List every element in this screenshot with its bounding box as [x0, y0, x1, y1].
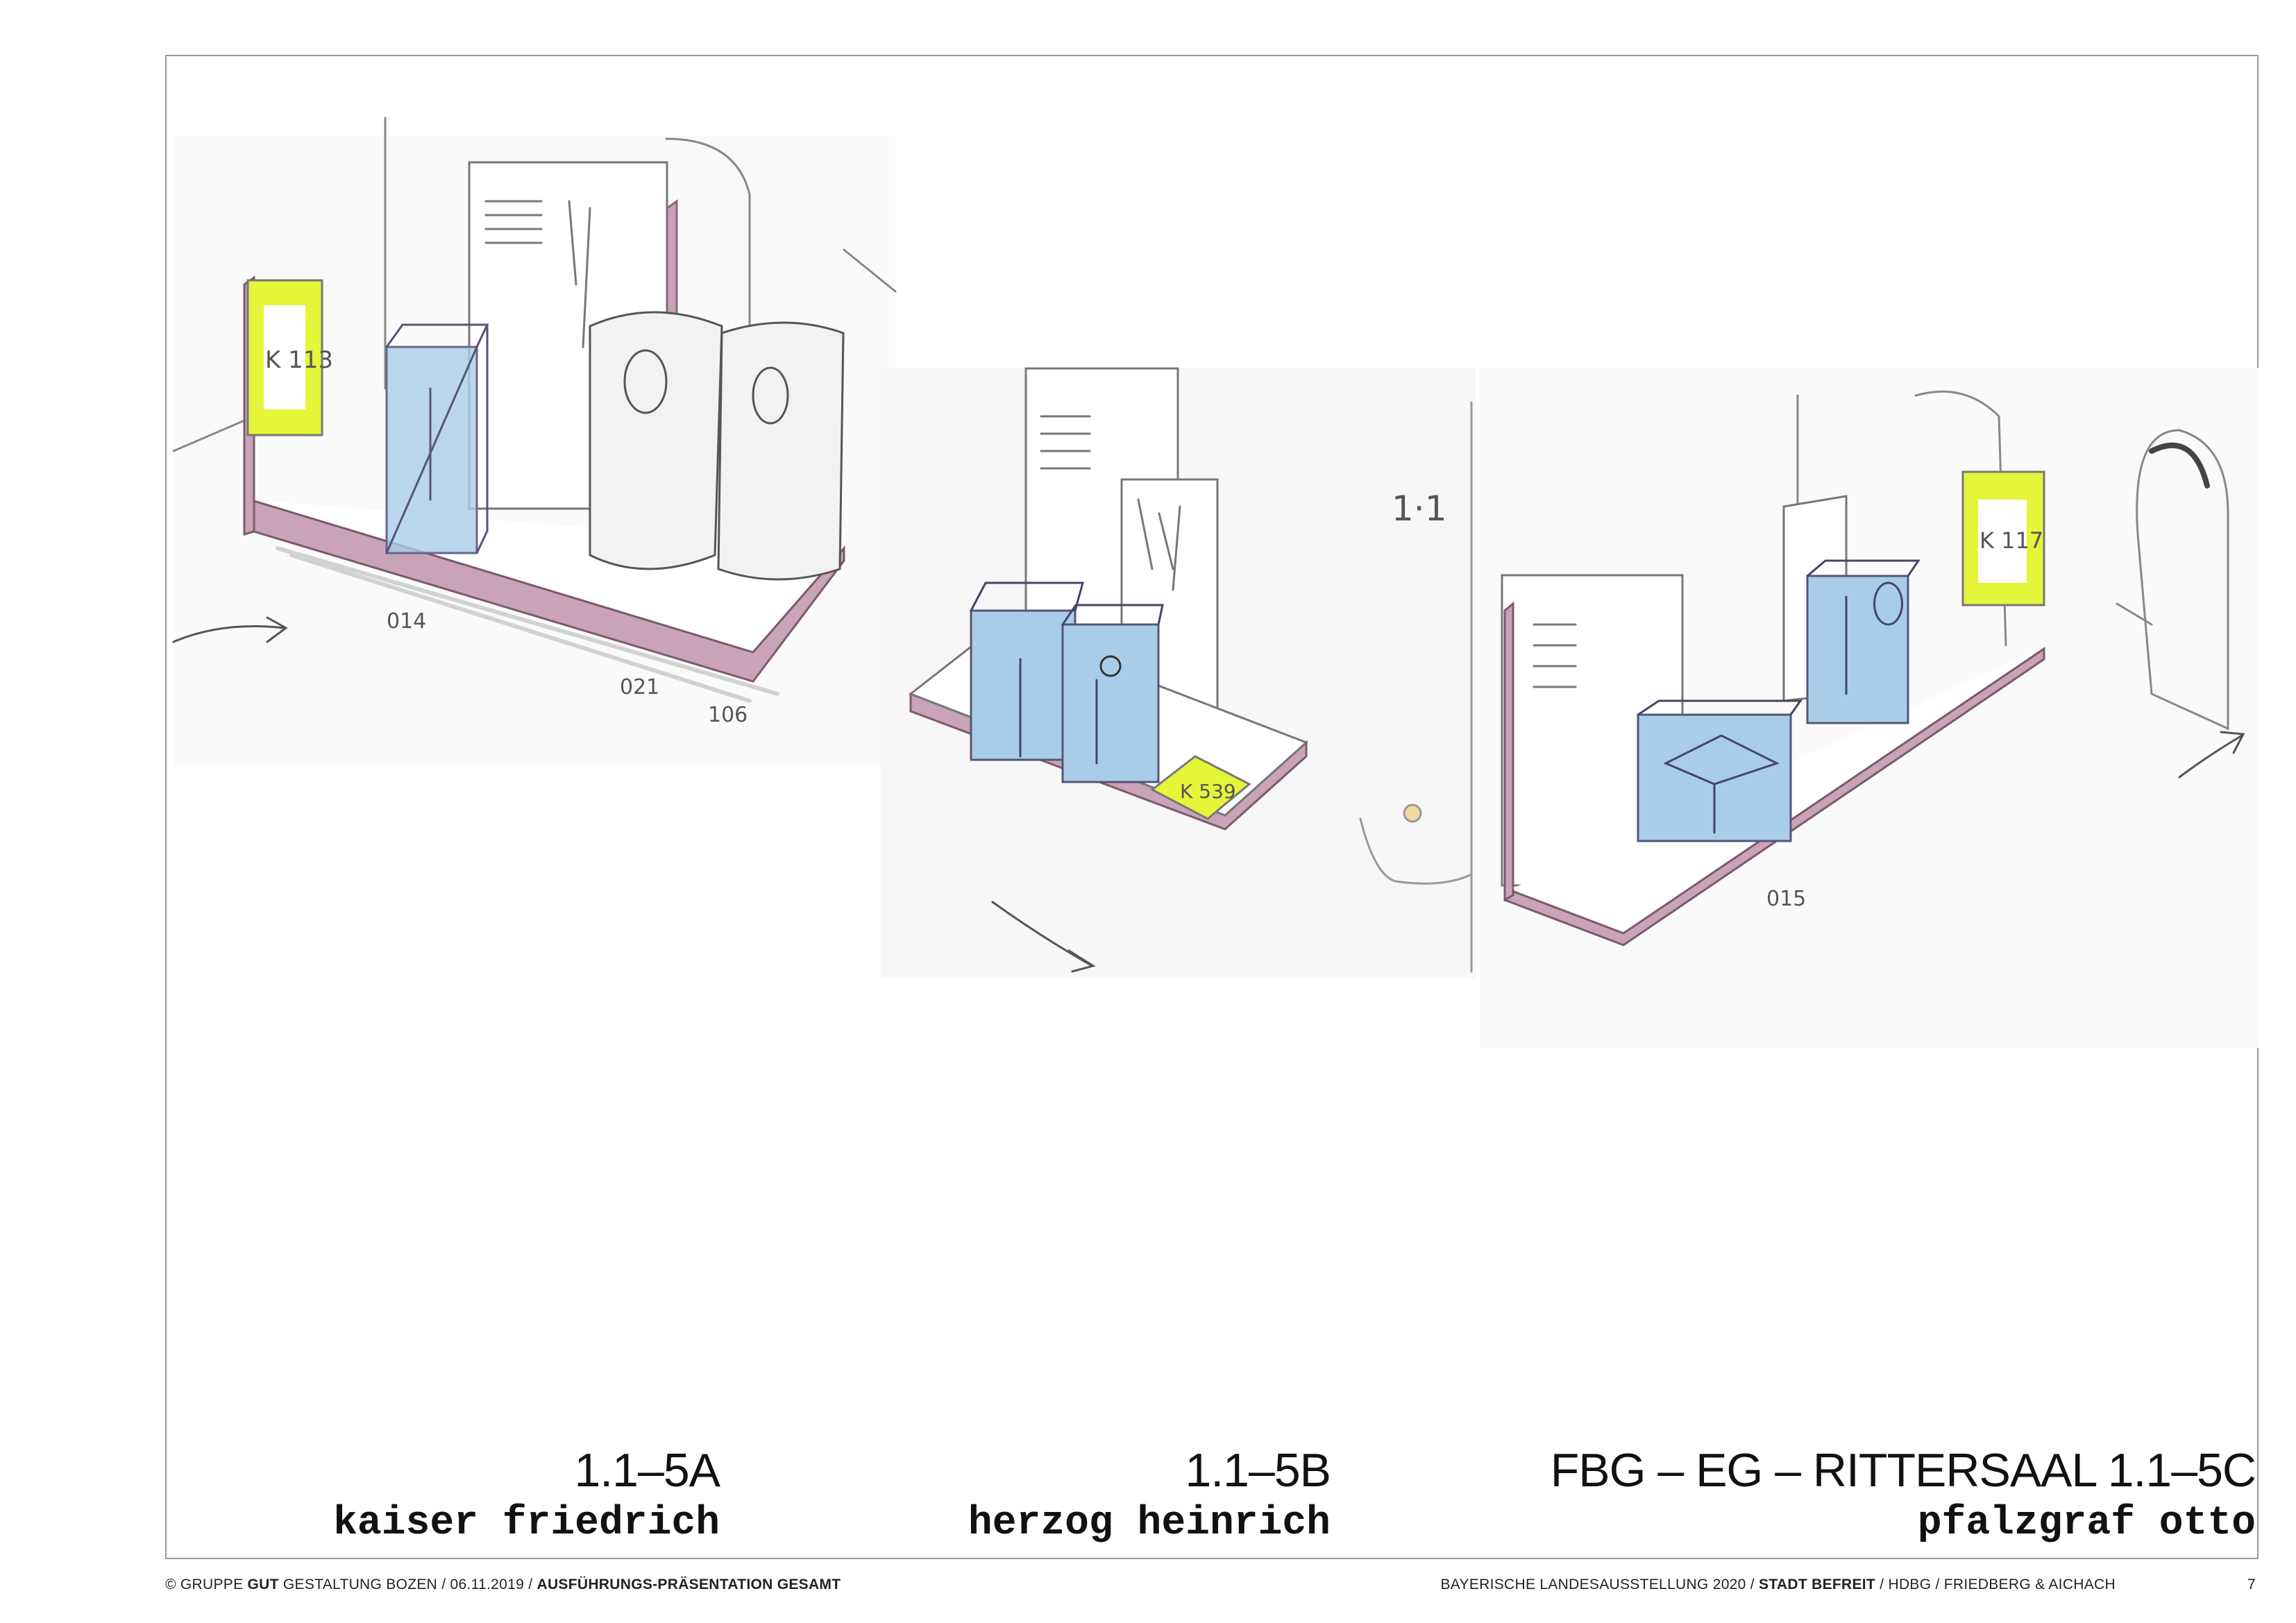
vitrine [1806, 575, 1909, 724]
footer-project: STADT BEFREIT [1759, 1577, 1876, 1592]
object-number: 015 [1766, 887, 1806, 911]
panel-code: 1.1–5B [1185, 1444, 1331, 1497]
object-number: 021 [620, 675, 659, 699]
footer-right: BAYERISCHE LANDESAUSSTELLUNG 2020 / STAD… [1440, 1577, 2116, 1593]
footer-organisation: / HDBG / FRIEDBERG & AICHACH [1880, 1577, 2116, 1592]
panel-label-a: 1.1–5A kaiser friedrich [236, 1447, 720, 1544]
vitrine [1061, 623, 1160, 783]
page-number: 7 [2247, 1577, 2256, 1592]
object-number: 014 [387, 609, 426, 634]
panel-code: FBG – EG – RITTERSAAL 1.1–5C [1550, 1444, 2256, 1497]
poster-label: K 117 [1980, 527, 2043, 554]
panel-name: herzog heinrich [968, 1501, 1331, 1546]
object-number: 106 [708, 703, 748, 727]
panel-name: kaiser friedrich [333, 1501, 720, 1546]
sketch-b-herzog-heinrich: K 539 1·1 [881, 367, 1476, 978]
footer-exhibition: BAYERISCHE LANDESAUSSTELLUNG 2020 / [1440, 1577, 1755, 1592]
poster-label: K 113 [265, 346, 333, 374]
footer-document-title: AUSFÜHRUNGS-PRÄSENTATION GESAMT [537, 1577, 841, 1592]
arrow-icon [172, 616, 288, 643]
arrow-icon [991, 901, 1096, 973]
sketch-c-pfalzgraf-otto: K 117 015 [1480, 368, 2259, 1048]
footer-copyright: © GRUPPE [165, 1577, 244, 1592]
panel-code: 1.1–5A [574, 1444, 720, 1497]
footer-left: © GRUPPE GUT GESTALTUNG BOZEN / 06.11.20… [165, 1577, 841, 1593]
footer-studio-date: GESTALTUNG BOZEN / 06.11.2019 / [282, 1577, 533, 1592]
footer-brand: GUT [247, 1577, 279, 1592]
arrow-icon [2178, 731, 2245, 779]
sketch-a-kaiser-friedrich: K 113 014 021 106 [172, 117, 897, 767]
room-label: 1·1 [1392, 488, 1447, 529]
panel-label-b: 1.1–5B herzog heinrich [868, 1447, 1331, 1544]
poster-k539 [1150, 755, 1251, 820]
poster-label: K 539 [1180, 780, 1236, 803]
panel-label-c: FBG – EG – RITTERSAAL 1.1–5C pfalzgraf o… [1360, 1447, 2256, 1544]
vitrine [970, 609, 1077, 761]
panel-name: pfalzgraf otto [1917, 1501, 2256, 1546]
